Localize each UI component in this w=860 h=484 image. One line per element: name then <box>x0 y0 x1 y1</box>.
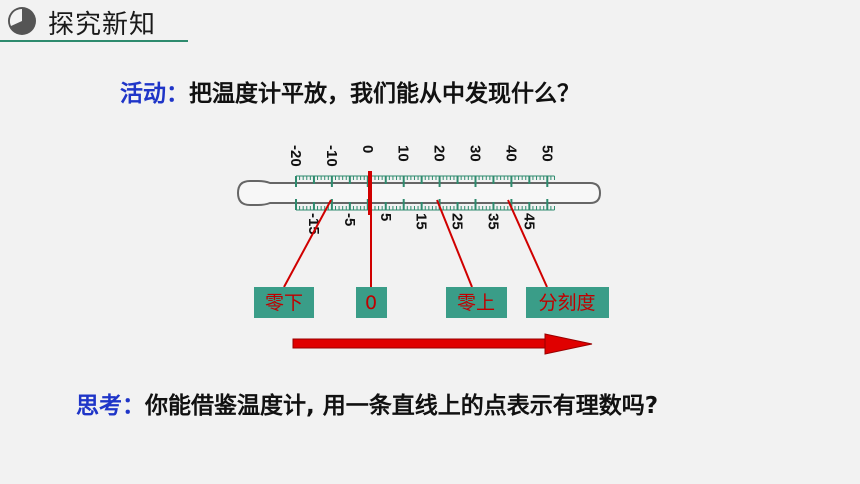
direction-arrow <box>292 333 593 355</box>
label-box-above-zero: 零上 <box>446 287 507 318</box>
bottom-scale-labels: -15 -5 5 15 25 35 45 <box>305 213 537 235</box>
activity-label: 活动： <box>120 81 189 107</box>
zero-marker <box>368 171 372 215</box>
top-tick-label: -10 <box>323 145 340 167</box>
header-underline <box>0 40 188 42</box>
label-division: 分刻度 <box>538 292 595 314</box>
think-label: 思考： <box>76 393 145 419</box>
bottom-tick-label: -15 <box>305 213 322 235</box>
label-above-zero: 零上 <box>457 292 495 314</box>
think-prompt: 思考：你能借鉴温度计, 用一条直线上的点表示有理数吗? <box>76 386 658 420</box>
top-tick-label: -20 <box>287 145 304 167</box>
label-zero: 0 <box>365 292 377 314</box>
top-tick-label: 10 <box>395 145 412 162</box>
bottom-tick-label: 15 <box>413 213 430 230</box>
pointer-below-zero <box>283 199 332 288</box>
thermometer-body <box>236 180 602 206</box>
bottom-tick-label: 45 <box>520 213 537 230</box>
label-box-division: 分刻度 <box>526 287 609 318</box>
section-header: 探究新知 <box>0 0 190 42</box>
pointer-above-zero <box>436 199 473 288</box>
pointer-division <box>507 199 548 288</box>
pie-chart-icon <box>8 7 36 35</box>
label-box-zero: 0 <box>356 287 387 318</box>
top-tick-label: 20 <box>431 145 448 162</box>
top-tick-label: 40 <box>502 145 519 162</box>
think-text: 你能借鉴温度计, 用一条直线上的点表示有理数吗? <box>145 393 659 419</box>
top-tick-label: 50 <box>538 145 555 162</box>
label-box-below-zero: 零下 <box>254 287 314 318</box>
top-scale-labels: -20 -10 0 10 20 30 40 50 <box>287 145 555 167</box>
top-tick-label: 0 <box>359 145 376 153</box>
activity-prompt: 活动：把温度计平放，我们能从中发现什么？ <box>120 74 580 108</box>
bottom-tick-label: 25 <box>449 213 466 230</box>
top-tick-label: 30 <box>467 145 484 162</box>
label-below-zero: 零下 <box>265 292 303 314</box>
bottom-tick-label: 5 <box>377 213 394 221</box>
bottom-tick-label: 35 <box>484 213 501 230</box>
activity-text: 把温度计平放，我们能从中发现什么？ <box>189 81 580 107</box>
section-title: 探究新知 <box>48 10 157 40</box>
bottom-tick-label: -5 <box>341 213 358 226</box>
